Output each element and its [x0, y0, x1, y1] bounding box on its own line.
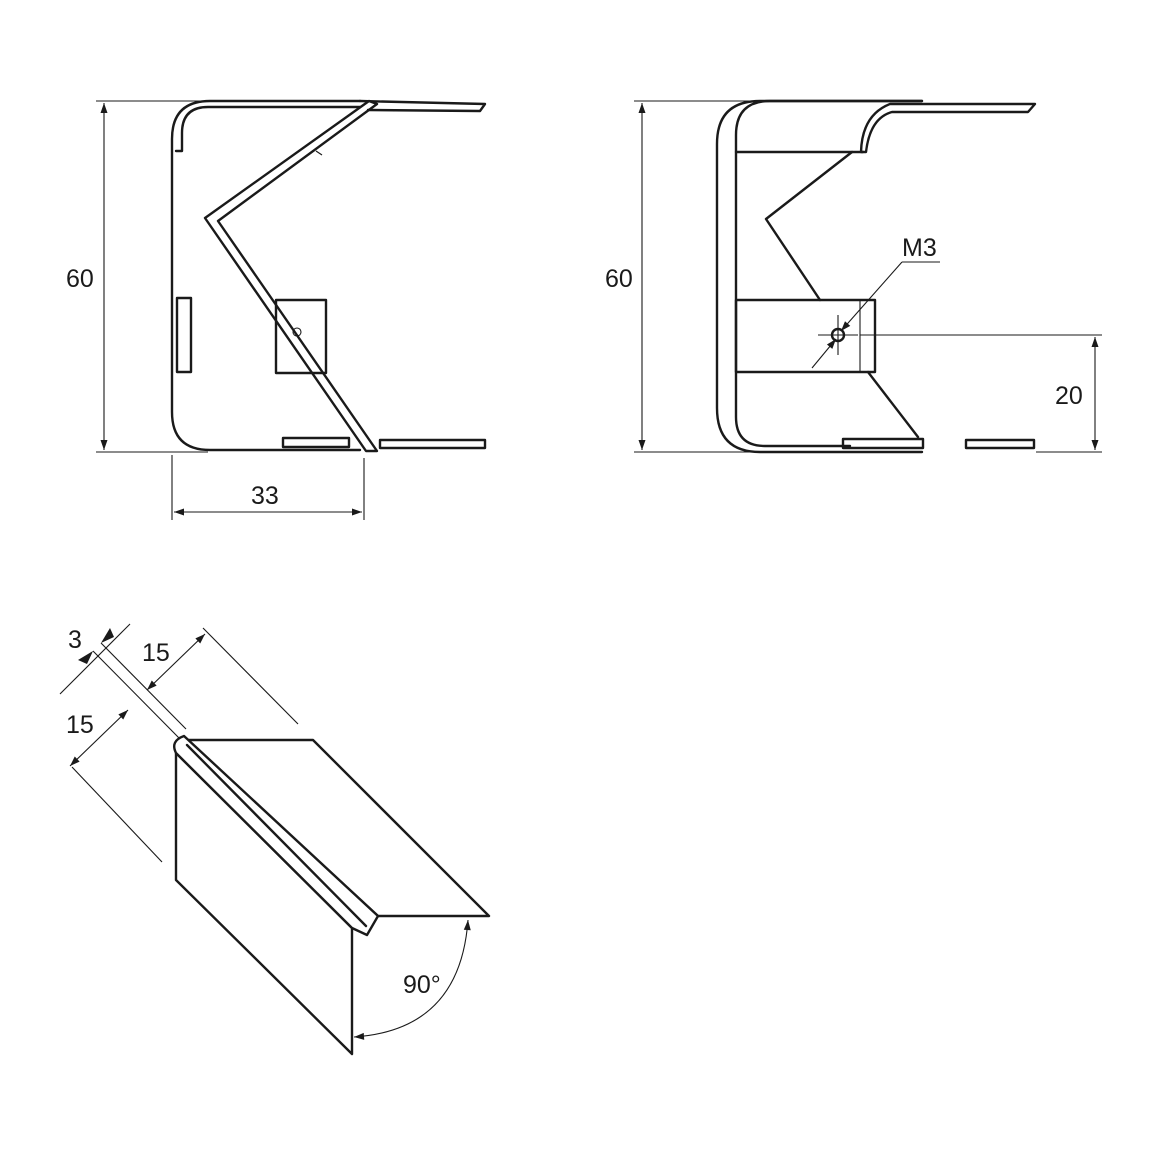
iso-angle-dim: 90° [403, 971, 441, 999]
side-width-dim: 33 [251, 482, 279, 510]
thread-label: M3 [902, 234, 937, 262]
front-nut-block [734, 298, 877, 374]
iso-angle-arc [353, 919, 471, 1040]
side-spring-edge [315, 150, 323, 156]
front-bottom-flange [964, 438, 1036, 450]
m3-leader [811, 338, 837, 369]
iso-flange-width-dim-line [146, 633, 206, 691]
side-spring-arm [203, 99, 379, 453]
side-bottom-pad [281, 436, 351, 449]
side-view: 60 33 [66, 99, 487, 520]
front-height-dim: 60 [605, 265, 633, 293]
front-top-flange [859, 102, 1037, 154]
iso-flange-height-dim-line [69, 709, 129, 767]
side-slot [175, 296, 193, 374]
front-bracket-outer [715, 99, 924, 454]
side-bracket-inner-lip [174, 105, 362, 153]
iso-flange-width-dim: 15 [142, 639, 170, 667]
side-nut-hole [292, 327, 302, 337]
front-spring-arm [764, 150, 920, 439]
front-view: 60 20 M3 [605, 99, 1102, 454]
side-top-flange [358, 99, 487, 113]
iso-flange-height-dim: 15 [66, 711, 94, 739]
front-hole-height-dim: 20 [1055, 382, 1083, 410]
side-bracket-body [170, 99, 362, 452]
iso-thickness-dim: 3 [68, 626, 82, 654]
side-bottom-flange [378, 438, 487, 450]
front-bottom-pad [841, 437, 925, 450]
iso-thickness-dim-line [59, 623, 131, 695]
iso-view: 3 15 15 90° [59, 623, 491, 1056]
side-height-dim: 60 [66, 265, 94, 293]
side-nut-block [274, 298, 328, 375]
front-bracket-inner [734, 99, 924, 448]
